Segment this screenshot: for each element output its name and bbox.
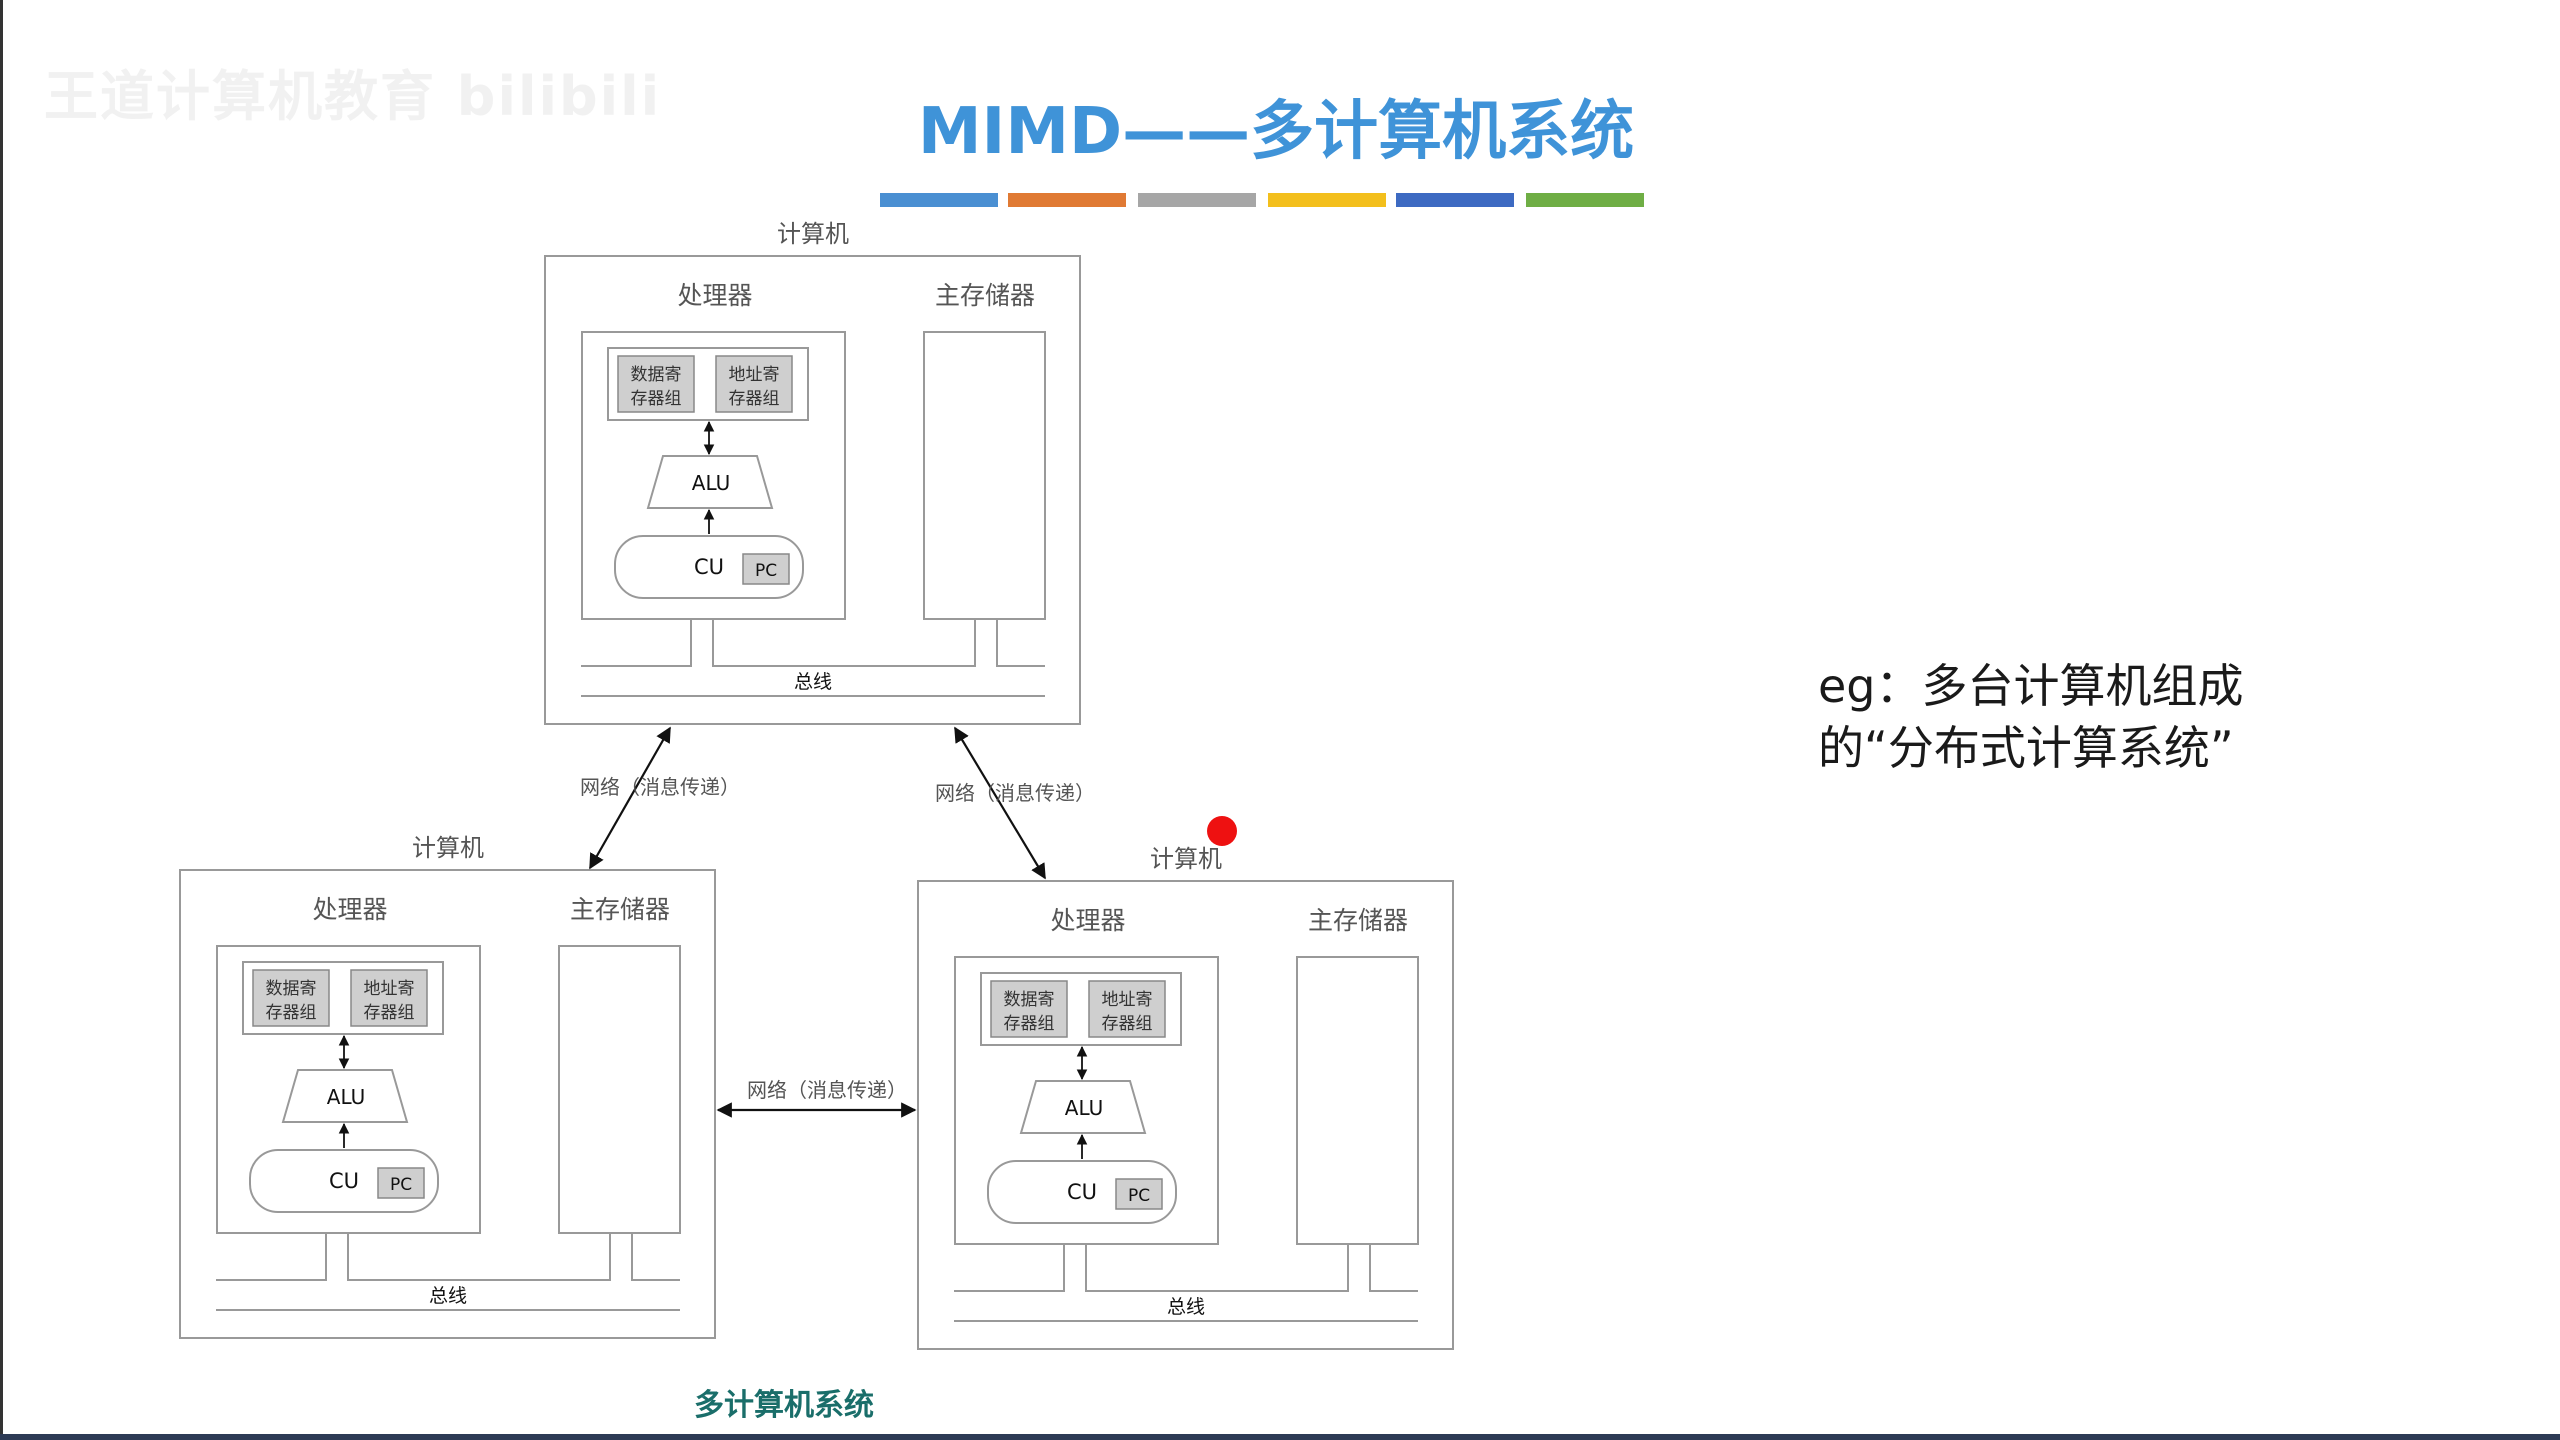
pc-register-box	[742, 553, 790, 585]
color-bar-1	[880, 193, 998, 207]
cu-box	[249, 1149, 439, 1213]
watermark-logo: 王道计算机教育 bilibili	[44, 65, 662, 128]
address-register-label-1: 地址寄	[729, 365, 780, 385]
slide-title: MIMD——多计算机系统	[0, 80, 2560, 172]
data-register-label-2: 存器组	[631, 389, 682, 409]
network-link-top-left	[589, 726, 671, 870]
computer-box	[179, 869, 716, 1339]
color-bar-4	[1268, 193, 1386, 207]
alu-label: ALU	[327, 1085, 365, 1109]
memory-box	[923, 331, 1046, 620]
data-register-box	[990, 980, 1068, 1038]
pc-register-box	[1115, 1178, 1163, 1210]
memory-label: 主存储器	[570, 895, 670, 924]
register-group	[980, 972, 1182, 1046]
address-register-box	[350, 969, 428, 1027]
bus-gap	[976, 665, 996, 669]
memory-box	[558, 945, 681, 1234]
address-register-box	[715, 355, 793, 413]
computer-box	[917, 880, 1454, 1350]
data-register-label-2: 存器组	[266, 1003, 317, 1023]
network-label-left: 网络（消息传递）	[580, 775, 740, 799]
data-register-box	[617, 355, 695, 413]
processor-label: 处理器	[677, 281, 752, 310]
cu-box	[987, 1160, 1177, 1224]
register-group	[242, 961, 444, 1035]
computer-box	[544, 255, 1081, 725]
address-register-label-2: 存器组	[729, 389, 780, 409]
bus-label: 总线	[429, 1285, 467, 1307]
processor-label: 处理器	[1050, 906, 1125, 935]
bus-gap	[692, 665, 712, 669]
data-register-box	[252, 969, 330, 1027]
cu-label: CU	[694, 555, 724, 579]
example-note-line1: eg：多台计算机组成	[1818, 659, 2244, 713]
address-register-box	[1088, 980, 1166, 1038]
color-bar-5	[1396, 193, 1514, 207]
alu-label: ALU	[1065, 1096, 1103, 1120]
left-frame-edge	[0, 0, 3, 1440]
pointer-dot	[1207, 816, 1237, 846]
bottom-frame-edge	[0, 1434, 2560, 1440]
network-label-right: 网络（消息传递）	[935, 781, 1095, 805]
color-bar-6	[1526, 193, 1644, 207]
network-link-top-right	[954, 726, 1046, 880]
memory-label: 主存储器	[1308, 906, 1408, 935]
computer-label: 计算机	[412, 834, 484, 862]
pc-label: PC	[755, 561, 777, 581]
processor-label: 处理器	[312, 895, 387, 924]
slide-title-text: MIMD——多计算机系统	[917, 95, 1635, 169]
example-note: eg：多台计算机组成 的“分布式计算系统”	[1818, 655, 2338, 779]
memory-box	[1296, 956, 1419, 1245]
bus-gap	[611, 1279, 631, 1283]
color-bar-2	[1008, 193, 1126, 207]
data-register-label-1: 数据寄	[1004, 990, 1055, 1010]
pc-label: PC	[1128, 1186, 1150, 1206]
address-register-label-2: 存器组	[364, 1003, 415, 1023]
example-note-line2: 的“分布式计算系统”	[1818, 721, 2234, 775]
register-group	[607, 347, 809, 421]
address-register-label-1: 地址寄	[364, 979, 415, 999]
cu-label: CU	[1067, 1180, 1097, 1204]
computer-label: 计算机	[777, 220, 849, 248]
bus-gap	[327, 1279, 347, 1283]
address-register-label-2: 存器组	[1102, 1014, 1153, 1034]
alu-shape	[646, 455, 774, 509]
data-register-label-1: 数据寄	[631, 365, 682, 385]
data-register-label-1: 数据寄	[266, 979, 317, 999]
pc-register-box	[377, 1167, 425, 1199]
alu-shape	[1019, 1080, 1147, 1134]
cu-label: CU	[329, 1169, 359, 1193]
color-bar-3	[1138, 193, 1256, 207]
diagram-caption: 多计算机系统	[694, 1388, 874, 1423]
network-label-bottom: 网络（消息传递）	[747, 1078, 907, 1102]
address-register-label-1: 地址寄	[1102, 990, 1153, 1010]
bus-label: 总线	[1167, 1296, 1205, 1318]
data-register-label-2: 存器组	[1004, 1014, 1055, 1034]
computer-label: 计算机	[1150, 845, 1222, 873]
bus-gap	[1349, 1290, 1369, 1294]
bus-label: 总线	[794, 671, 832, 693]
pc-label: PC	[390, 1175, 412, 1195]
alu-shape	[281, 1069, 409, 1123]
cu-box	[614, 535, 804, 599]
bus-gap	[1065, 1290, 1085, 1294]
memory-label: 主存储器	[935, 281, 1035, 310]
alu-label: ALU	[692, 471, 730, 495]
